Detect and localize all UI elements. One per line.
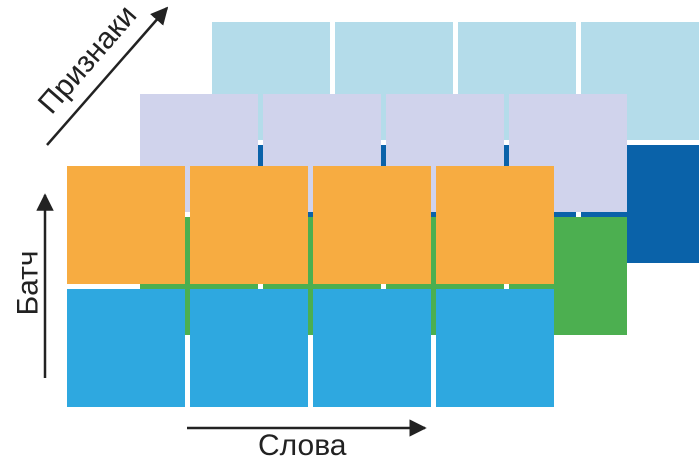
- batch-axis-label: Батч: [11, 250, 45, 316]
- words-axis-label: Слова: [258, 429, 347, 462]
- front-layer-cell-r2-c3: [313, 289, 431, 407]
- front-layer-cell-r2-c4: [436, 289, 554, 407]
- front-layer-cell-r1-c3: [313, 166, 431, 284]
- front-layer-cell-r1-c1: [67, 166, 185, 284]
- front-layer-cell-r1-c4: [436, 166, 554, 284]
- front-layer-cell-r1-c2: [190, 166, 308, 284]
- front-layer-cell-r2-c2: [190, 289, 308, 407]
- features-axis-arrow: [46, 6, 169, 146]
- front-layer-cell-r2-c1: [67, 289, 185, 407]
